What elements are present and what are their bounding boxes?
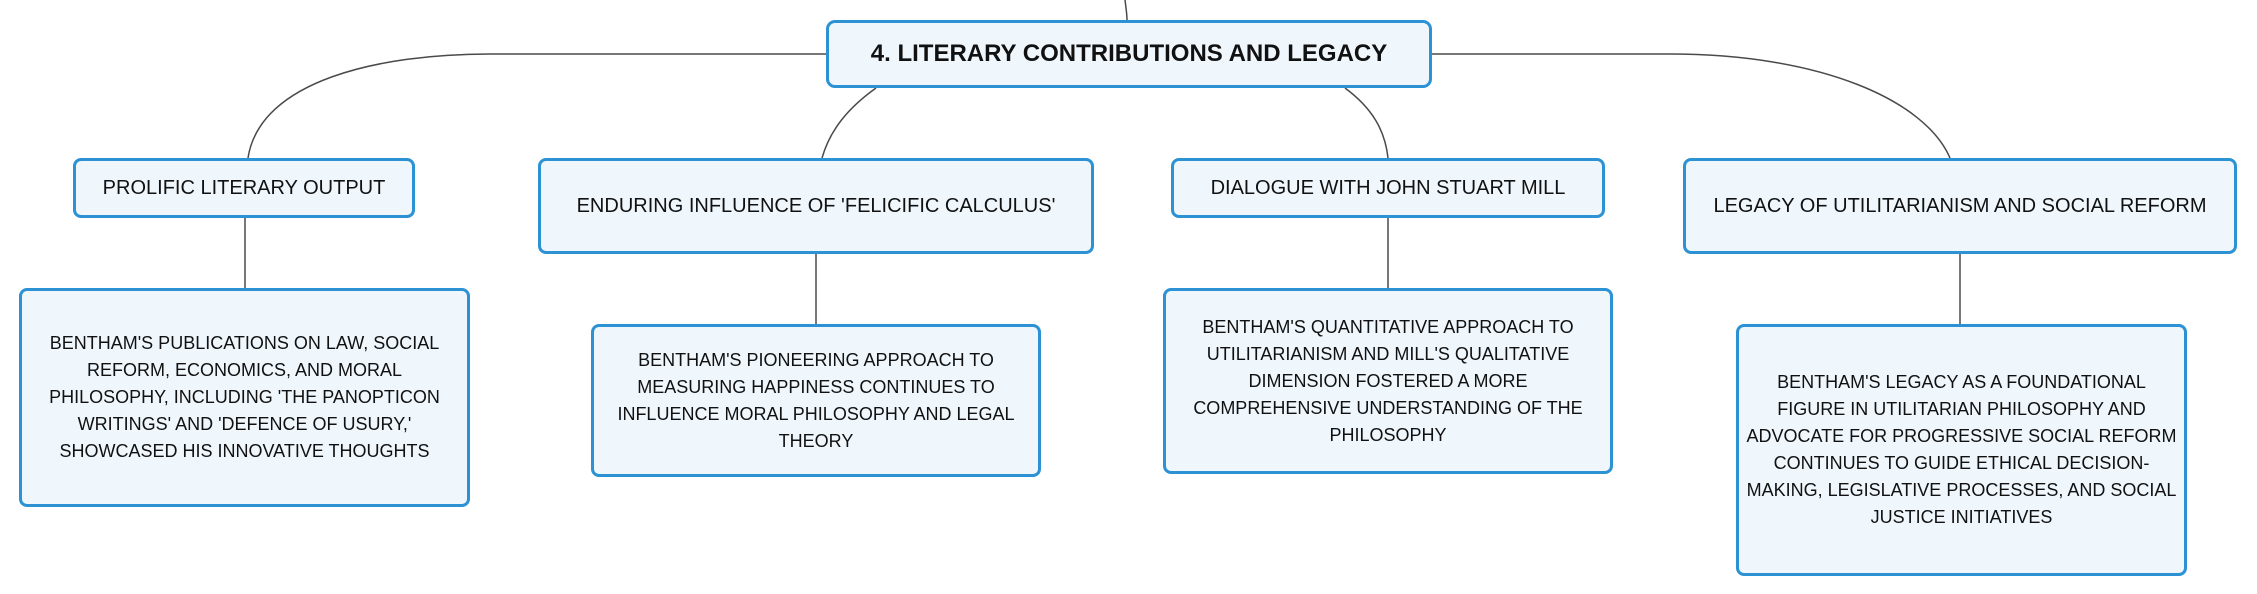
connector-root-to-branch-3 — [1344, 87, 1389, 159]
connector-root-to-branch-2 — [821, 87, 877, 159]
connector-root-to-branch-1 — [247, 53, 826, 159]
branch-topic-prolific-literary-output[interactable]: PROLIFIC LITERARY OUTPUT — [73, 158, 415, 218]
detail-topic-prolific-literary-output[interactable]: BENTHAM'S PUBLICATIONS ON LAW, SOCIAL RE… — [19, 288, 470, 507]
branch-topic-label: LEGACY OF UTILITARIANISM AND SOCIAL REFO… — [1713, 194, 2207, 217]
detail-topic-text: BENTHAM'S QUANTITATIVE APPROACH TO UTILI… — [1193, 316, 1583, 445]
branch-topic-label: PROLIFIC LITERARY OUTPUT — [102, 176, 386, 199]
detail-topic-felicific-calculus[interactable]: BENTHAM'S PIONEERING APPROACH TO MEASURI… — [591, 324, 1041, 477]
branch-topic-legacy-of-utilitarianism[interactable]: LEGACY OF UTILITARIANISM AND SOCIAL REFO… — [1683, 158, 2237, 254]
branch-topic-label: DIALOGUE WITH JOHN STUART MILL — [1210, 176, 1566, 199]
root-topic-label: 4. LITERARY CONTRIBUTIONS AND LEGACY — [870, 40, 1388, 67]
branch-topic-dialogue-with-mill[interactable]: DIALOGUE WITH JOHN STUART MILL — [1171, 158, 1605, 218]
detail-topic-text: BENTHAM'S PUBLICATIONS ON LAW, SOCIAL RE… — [49, 333, 440, 461]
connector-root-to-branch-4 — [1432, 53, 1951, 159]
detail-topic-legacy-of-utilitarianism[interactable]: BENTHAM'S LEGACY AS A FOUNDATIONAL FIGUR… — [1736, 324, 2187, 576]
connector-parent-to-root — [1124, 0, 1128, 21]
branch-topic-felicific-calculus[interactable]: ENDURING INFLUENCE OF 'FELICIFIC CALCULU… — [538, 158, 1094, 254]
root-topic[interactable]: 4. LITERARY CONTRIBUTIONS AND LEGACY — [826, 20, 1432, 88]
detail-topic-dialogue-with-mill[interactable]: BENTHAM'S QUANTITATIVE APPROACH TO UTILI… — [1163, 288, 1613, 474]
branch-topic-label: ENDURING INFLUENCE OF 'FELICIFIC CALCULU… — [576, 194, 1056, 217]
detail-topic-text: BENTHAM'S PIONEERING APPROACH TO MEASURI… — [617, 349, 1015, 451]
detail-topic-text: BENTHAM'S LEGACY AS A FOUNDATIONAL FIGUR… — [1746, 372, 2177, 527]
